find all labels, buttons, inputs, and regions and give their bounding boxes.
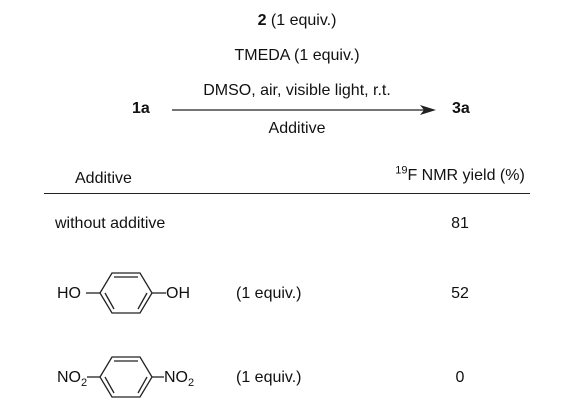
reagent-tmeda: TMEDA (1 equiv.) <box>234 47 360 64</box>
row-3-left-main: NO <box>57 369 81 386</box>
row-3-amount: (1 equiv.) <box>236 369 302 386</box>
row-3-right-substituent: NO2 <box>164 369 195 390</box>
reactant-label: 1a <box>132 100 150 117</box>
row-1-additive: without additive <box>55 215 166 232</box>
row-3-right-sub: 2 <box>188 377 195 390</box>
fluorine-isotope: 19 <box>395 164 408 177</box>
row-3-left-substituent: NO2 <box>57 369 88 390</box>
row-2-right-substituent: OH <box>166 285 190 302</box>
product-label: 3a <box>452 100 470 117</box>
dinitrobenzene-ring <box>87 356 164 398</box>
reaction-arrow <box>172 105 436 115</box>
yield-header-text: F NMR yield (%) <box>407 167 525 184</box>
hydroquinone-ring <box>86 272 166 314</box>
reagent-conditions: DMSO, air, visible light, r.t. <box>203 82 391 99</box>
reagent-line-1: 2 (1 equiv.) <box>258 12 337 30</box>
reagent-2-label: 2 <box>257 12 267 29</box>
row-1-yield: 81 <box>451 215 469 232</box>
below-arrow-label: Additive <box>268 120 326 137</box>
row-3-yield: 0 <box>455 369 465 386</box>
reagent-2-amount: (1 equiv.) <box>266 12 337 29</box>
row-3-left-sub: 2 <box>81 377 88 390</box>
column-header-additive: Additive <box>75 170 132 187</box>
row-2-amount: (1 equiv.) <box>236 285 302 302</box>
row-2-yield: 52 <box>451 285 469 302</box>
header-rule <box>44 193 530 194</box>
row-2-left-substituent: HO <box>57 285 81 302</box>
row-3-right-main: NO <box>164 369 188 386</box>
column-header-yield: 19F NMR yield (%) <box>395 164 525 185</box>
